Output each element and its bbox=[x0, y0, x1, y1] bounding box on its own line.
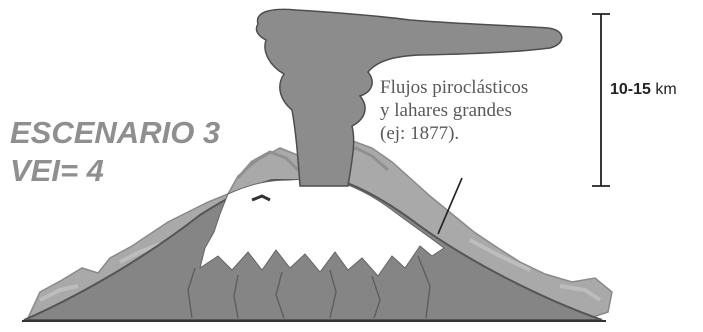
annotation-line-3: (ej: 1877). bbox=[380, 122, 528, 145]
scale-unit: km bbox=[655, 81, 676, 98]
annotation-line-1: Flujos piroclásticos bbox=[380, 76, 528, 99]
flow-annotation: Flujos piroclásticos y lahares grandes (… bbox=[380, 76, 528, 145]
height-scale-bar bbox=[592, 14, 610, 186]
annotation-line-2: y lahares grandes bbox=[380, 99, 528, 122]
scale-range: 10-15 bbox=[610, 81, 651, 98]
scenario-vei: VEI= 4 bbox=[10, 152, 220, 190]
scale-label: 10-15 km bbox=[610, 81, 677, 99]
scenario-heading: ESCENARIO 3 VEI= 4 bbox=[10, 114, 220, 190]
scenario-title: ESCENARIO 3 bbox=[10, 114, 220, 152]
